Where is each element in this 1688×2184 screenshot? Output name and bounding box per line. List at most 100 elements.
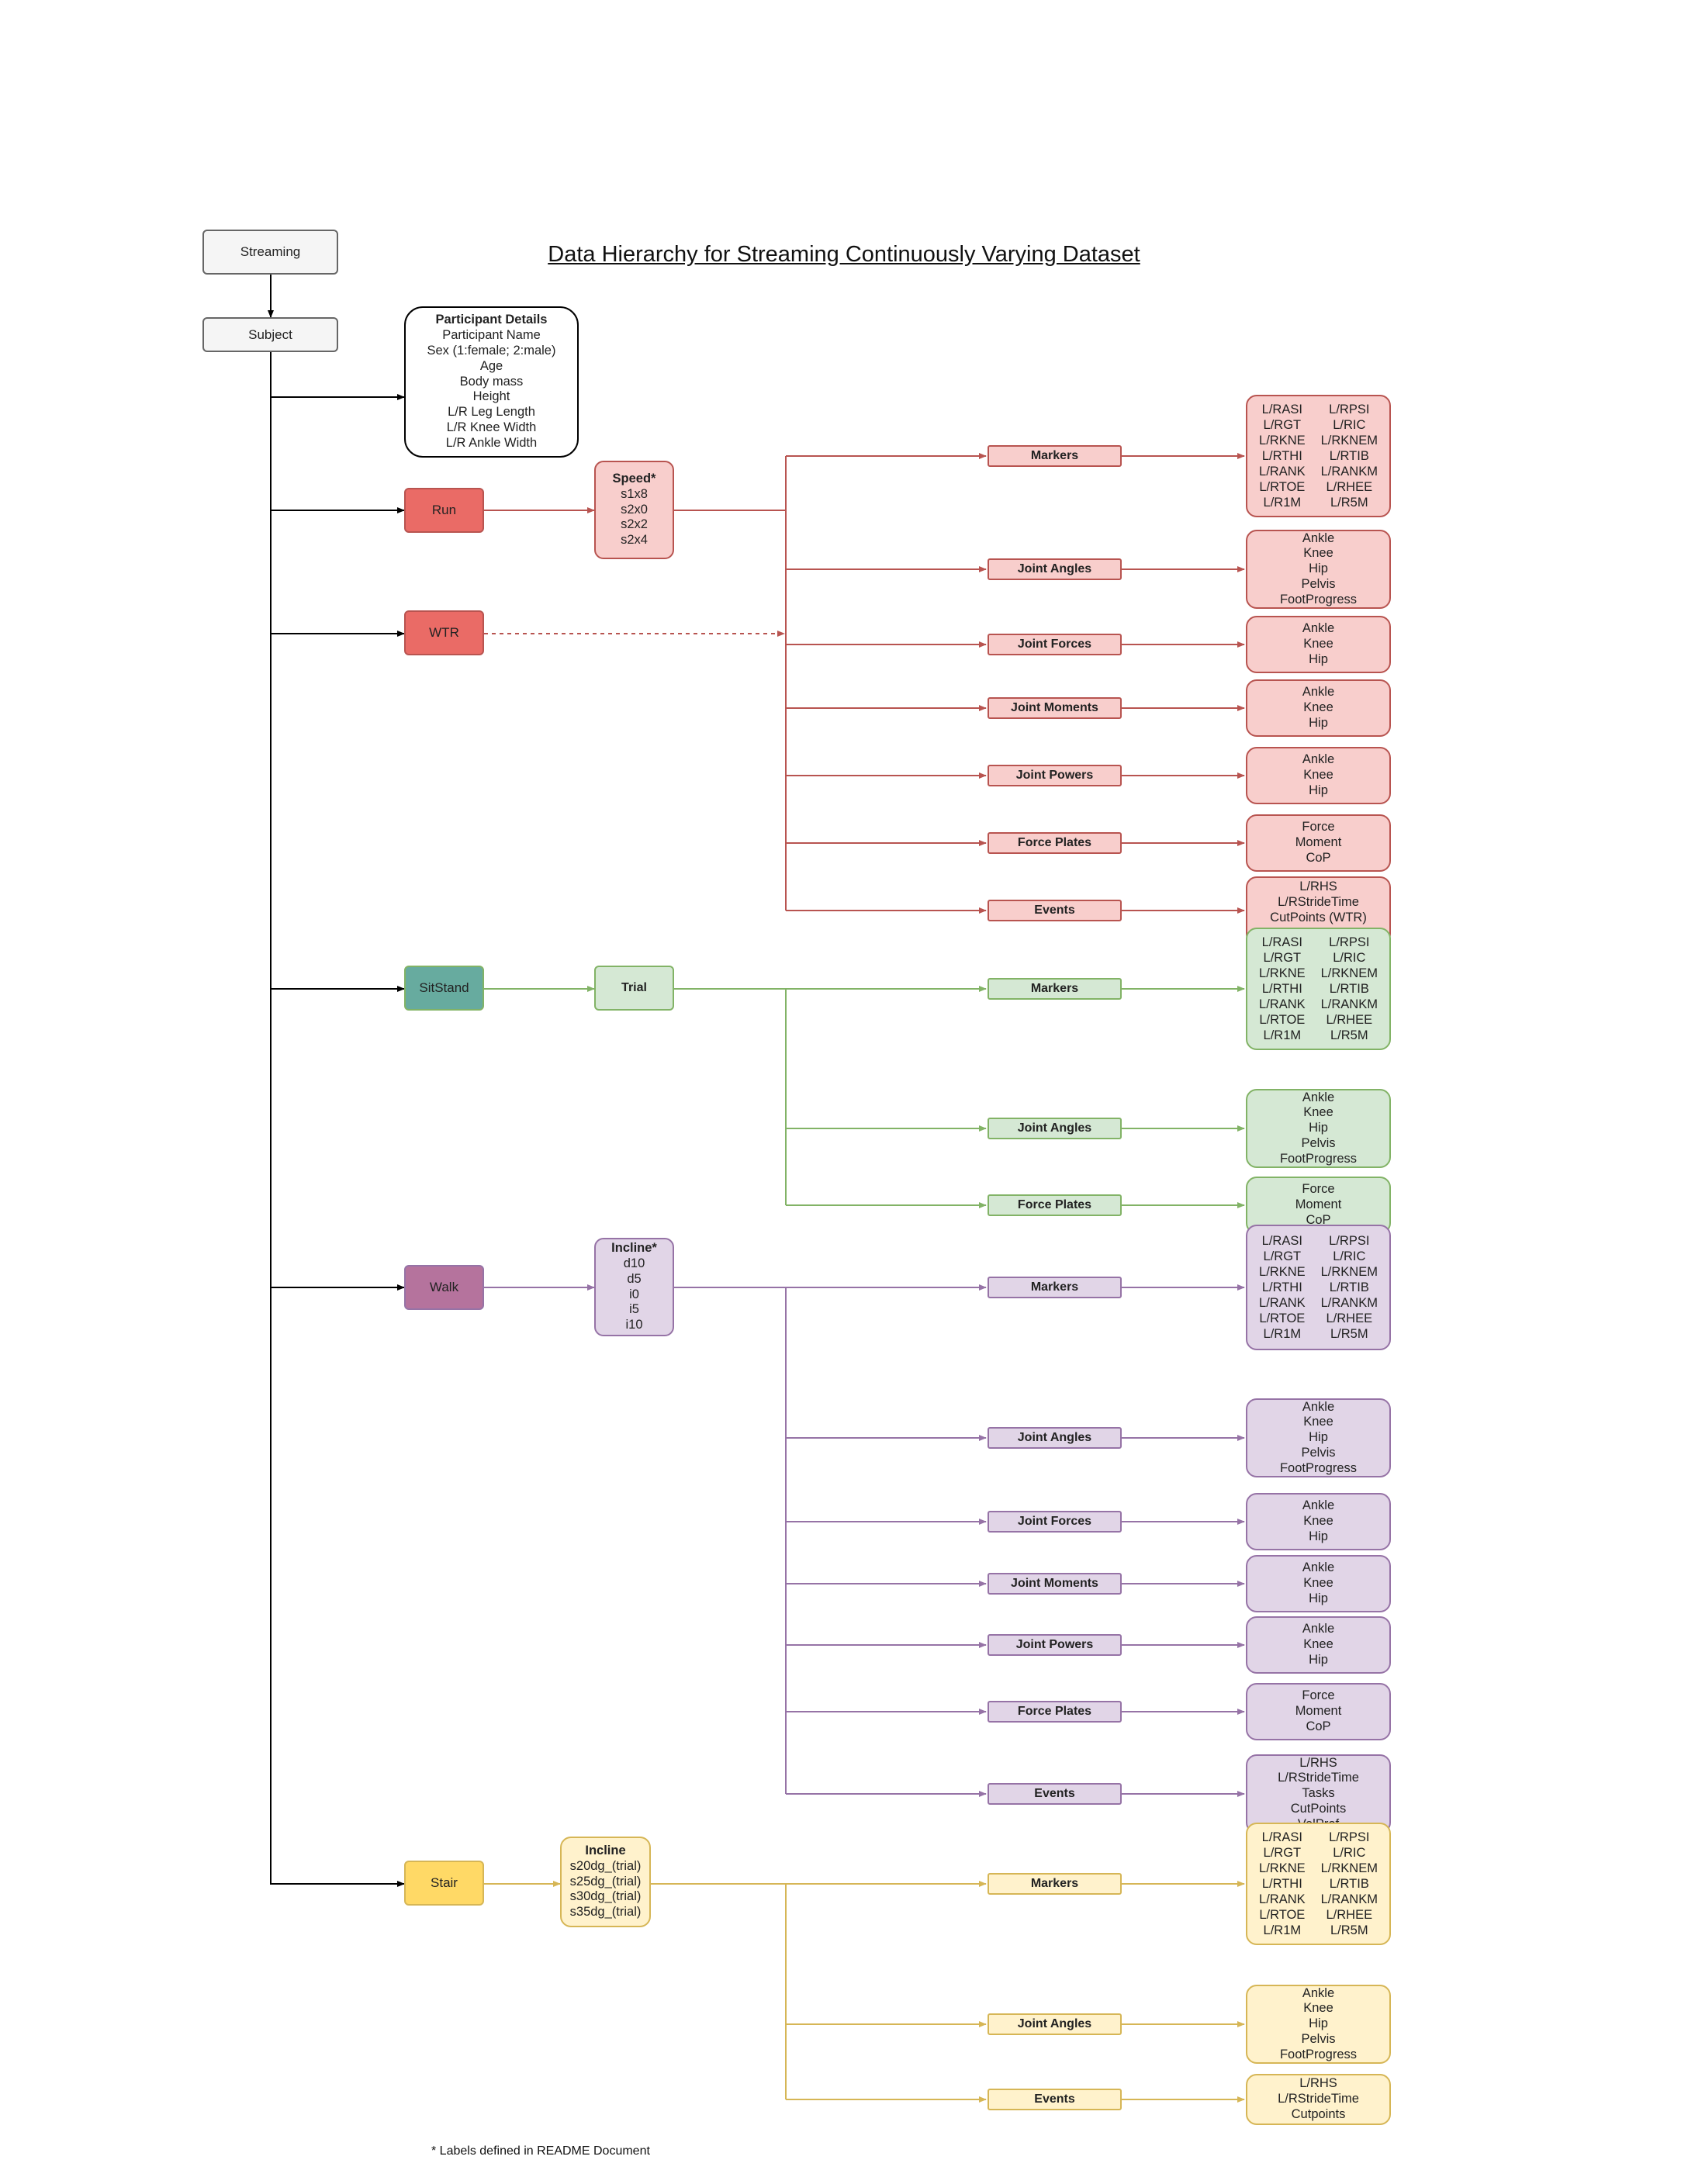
- stair-label: Stair: [431, 1875, 458, 1890]
- purple-plates-list-item: Moment: [1295, 1704, 1342, 1719]
- green-plates-list-item: Moment: [1295, 1197, 1342, 1212]
- marker-label: L/RHEE: [1326, 1908, 1373, 1922]
- marker-label: L/RTHI: [1261, 1280, 1302, 1294]
- purple-plates-list-item: Force: [1302, 1688, 1335, 1703]
- marker-label: L/RTOE: [1259, 1311, 1306, 1325]
- red-joint-powers-label: Joint Powers: [1015, 769, 1094, 782]
- marker-label: L/RTHI: [1261, 1877, 1302, 1891]
- marker-label: L/RTHI: [1261, 449, 1302, 463]
- marker-label: L/RKNE: [1259, 1265, 1306, 1279]
- marker-label: L/RGT: [1263, 1249, 1302, 1263]
- marker-label: L/RPSI: [1329, 403, 1370, 416]
- trial-node: Trial: [594, 966, 674, 1011]
- red-angles-list-item: Ankle: [1302, 530, 1335, 545]
- subject-label: Subject: [248, 327, 292, 342]
- footnote: * Labels defined in README Document: [431, 2144, 650, 2158]
- red-events-node: Events: [988, 900, 1122, 921]
- marker-label: L/R1M: [1263, 1327, 1302, 1341]
- participant-details-item: L/R Knee Width: [446, 420, 537, 434]
- marker-label: L/RANKM: [1320, 1892, 1378, 1906]
- purple-joints-list-item: Hip: [1309, 1591, 1328, 1605]
- yellow-markers-label: Markers: [1030, 1877, 1079, 1890]
- wtr-label: WTR: [429, 625, 459, 640]
- yellow-markers-node: Markers: [988, 1873, 1122, 1895]
- purple-joints-list-item: Hip: [1309, 1652, 1328, 1667]
- purple-angles-list-item: Knee: [1303, 1415, 1333, 1429]
- stair-incline-list-item: s35dg_(trial): [569, 1905, 642, 1920]
- green-angles-list-item: Ankle: [1302, 1090, 1335, 1104]
- marker-label: L/RTIB: [1329, 1280, 1369, 1294]
- marker-label: L/RANKM: [1320, 465, 1378, 479]
- wtr-node: WTR: [404, 610, 484, 655]
- red-plates-list-item: Force: [1302, 820, 1335, 835]
- marker-label: L/RANKM: [1320, 997, 1378, 1011]
- red-markers-node: Markers: [988, 445, 1122, 467]
- marker-label: L/RKNE: [1259, 1861, 1306, 1875]
- streaming-label: Streaming: [240, 244, 301, 259]
- speed-list-item: s2x0: [621, 502, 648, 517]
- green-plates-list-item: CoP: [1306, 1212, 1331, 1227]
- participant-details-item: Age: [479, 358, 503, 373]
- purple-joints-list-item: Ankle: [1302, 1498, 1335, 1513]
- yellow-stair-events-list-item: L/RStrideTime: [1278, 2092, 1359, 2106]
- participant-details-item: L/R Leg Length: [448, 405, 535, 420]
- participant-details-item: Height: [472, 389, 510, 404]
- red-plates-list-item: CoP: [1306, 850, 1331, 865]
- purple-markers-label: Markers: [1030, 1280, 1079, 1294]
- red-run-events-list-item: CutPoints (WTR): [1270, 911, 1367, 924]
- yellow-angles-list-item: Knee: [1303, 2001, 1333, 2016]
- marker-label: L/R1M: [1263, 1028, 1302, 1042]
- marker-label: L/RTIB: [1329, 449, 1369, 463]
- red-events-label: Events: [1034, 904, 1075, 917]
- yellow-angles-list-item: FootProgress: [1279, 2047, 1358, 2061]
- purple-angles-list-item: Ankle: [1302, 1399, 1335, 1414]
- marker-label: L/RANK: [1259, 465, 1306, 479]
- purple-joint-angles-node: Joint Angles: [988, 1427, 1122, 1449]
- incline-list-item: i10: [625, 1318, 643, 1332]
- speed-list-item: s1x8: [621, 486, 648, 501]
- purple-force-plates-label: Force Plates: [1017, 1705, 1092, 1718]
- marker-label: L/RANKM: [1320, 1296, 1378, 1310]
- incline-list-heading: Incline*: [611, 1241, 657, 1256]
- red-markers-label: Markers: [1030, 449, 1079, 462]
- marker-label: L/R5M: [1330, 496, 1368, 510]
- marker-label: L/R5M: [1330, 1028, 1368, 1042]
- marker-label: L/R1M: [1263, 496, 1302, 510]
- marker-label: L/RANK: [1259, 1892, 1306, 1906]
- stair-incline-list-item: s20dg_(trial): [569, 1858, 642, 1873]
- streaming-node: Streaming: [202, 230, 338, 275]
- red-joint-moments-label: Joint Moments: [1011, 701, 1098, 714]
- participant-details-item: L/R Ankle Width: [445, 435, 538, 450]
- red-angles-list-item: Pelvis: [1301, 576, 1336, 591]
- red-angles-list-item: Hip: [1309, 562, 1328, 576]
- red-joints-list-item: Knee: [1303, 768, 1333, 783]
- red-joints-list-item: Hip: [1309, 783, 1328, 797]
- purple-joint-angles-label: Joint Angles: [1017, 1431, 1092, 1444]
- speed-list-item: s2x4: [621, 533, 648, 548]
- green-angles-list-item: Knee: [1303, 1105, 1333, 1120]
- red-joints-list-item: Hip: [1309, 715, 1328, 730]
- red-angles-list-item: Knee: [1303, 546, 1333, 561]
- marker-label: L/RASI: [1261, 935, 1302, 949]
- marker-label: L/RIC: [1333, 1249, 1366, 1263]
